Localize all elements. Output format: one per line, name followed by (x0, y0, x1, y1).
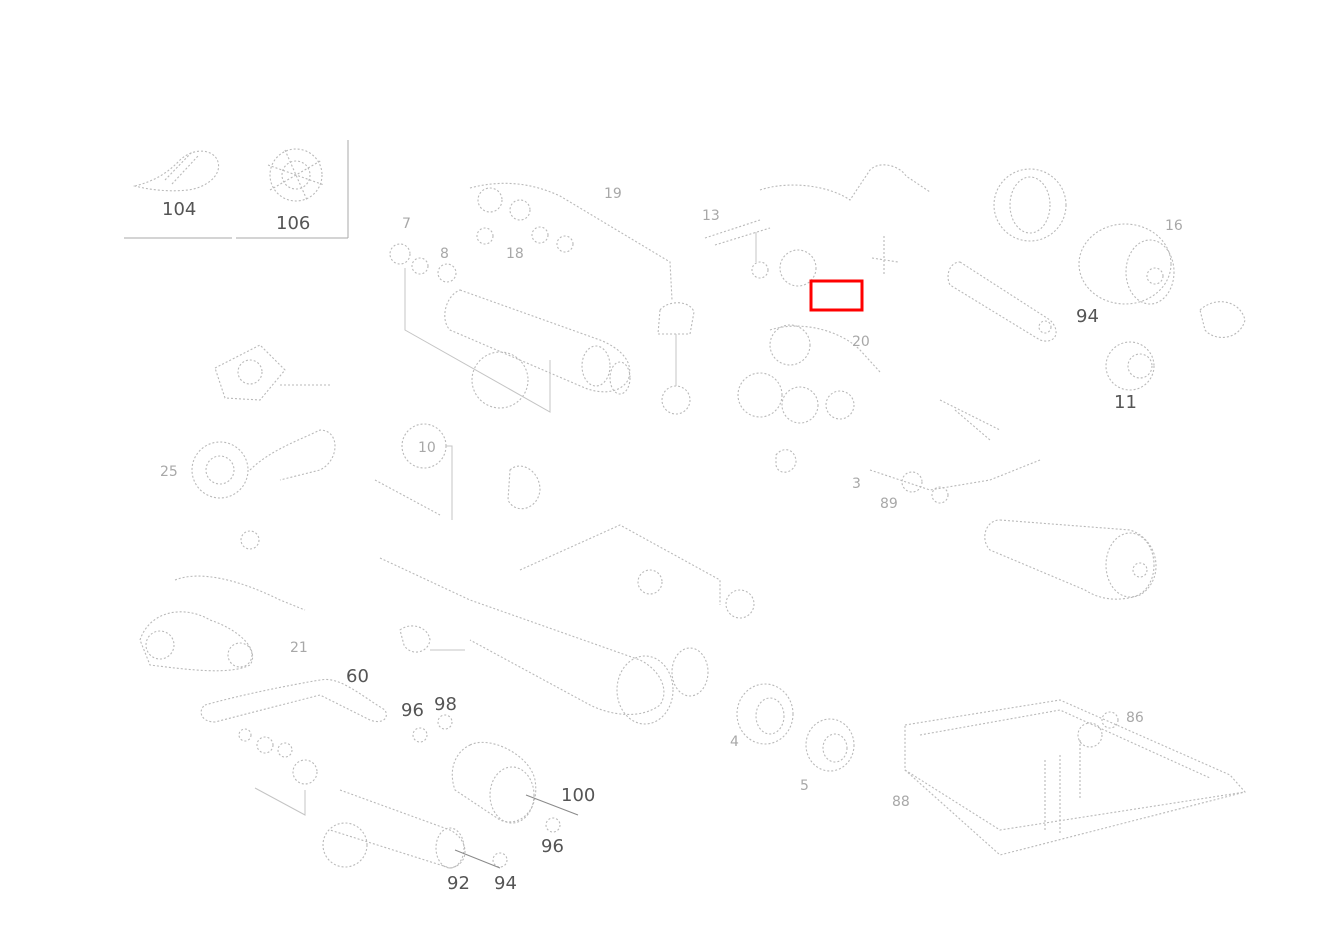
callout-98: 98 (434, 694, 457, 715)
upper-right-roller-assembly[interactable] (947, 168, 1246, 391)
selected-part-highlight[interactable] (809, 279, 864, 312)
upper-left-roller-assembly[interactable] (389, 182, 695, 415)
callout-10: 10 (418, 440, 436, 456)
callout-8: 8 (440, 246, 449, 262)
callout-60: 60 (346, 666, 369, 687)
callout-89: 89 (880, 496, 898, 512)
callout-88: 88 (892, 794, 910, 810)
inset-panel: 104 106 (124, 140, 349, 239)
callout-4: 4 (730, 734, 739, 750)
part-104-icon[interactable] (132, 150, 220, 192)
callout-21: 21 (290, 640, 308, 656)
callout-7: 7 (402, 216, 411, 232)
callout-3: 3 (852, 476, 861, 492)
callout-106: 106 (276, 213, 310, 234)
callout-86: 86 (1126, 710, 1144, 726)
callout-20: 20 (852, 334, 870, 350)
callout-92: 92 (447, 873, 470, 894)
callout-19: 19 (604, 186, 622, 202)
right-middle-cylinder[interactable] (869, 399, 1157, 600)
part-106-icon[interactable] (267, 148, 325, 202)
callout-13: 13 (702, 208, 720, 224)
callout-104: 104 (162, 199, 196, 220)
callout-11: 11 (1114, 392, 1137, 413)
callout-5: 5 (800, 778, 809, 794)
callout-100: 100 (561, 785, 595, 806)
callout-18: 18 (506, 246, 524, 262)
bottom-center-parts[interactable] (736, 683, 855, 772)
bottom-left-parts[interactable] (200, 678, 579, 869)
callout-94-lower: 94 (494, 873, 517, 894)
center-upper-assembly[interactable] (704, 164, 931, 473)
callout-94: 94 (1076, 306, 1099, 327)
callout-96-lower: 96 (541, 836, 564, 857)
bottom-right-frame-assembly[interactable] (904, 699, 1247, 856)
callout-96-upper: 96 (401, 700, 424, 721)
callout-16: 16 (1165, 218, 1183, 234)
left-middle-parts[interactable] (139, 344, 336, 672)
center-main-assembly[interactable] (374, 423, 755, 725)
callout-25: 25 (160, 464, 178, 480)
